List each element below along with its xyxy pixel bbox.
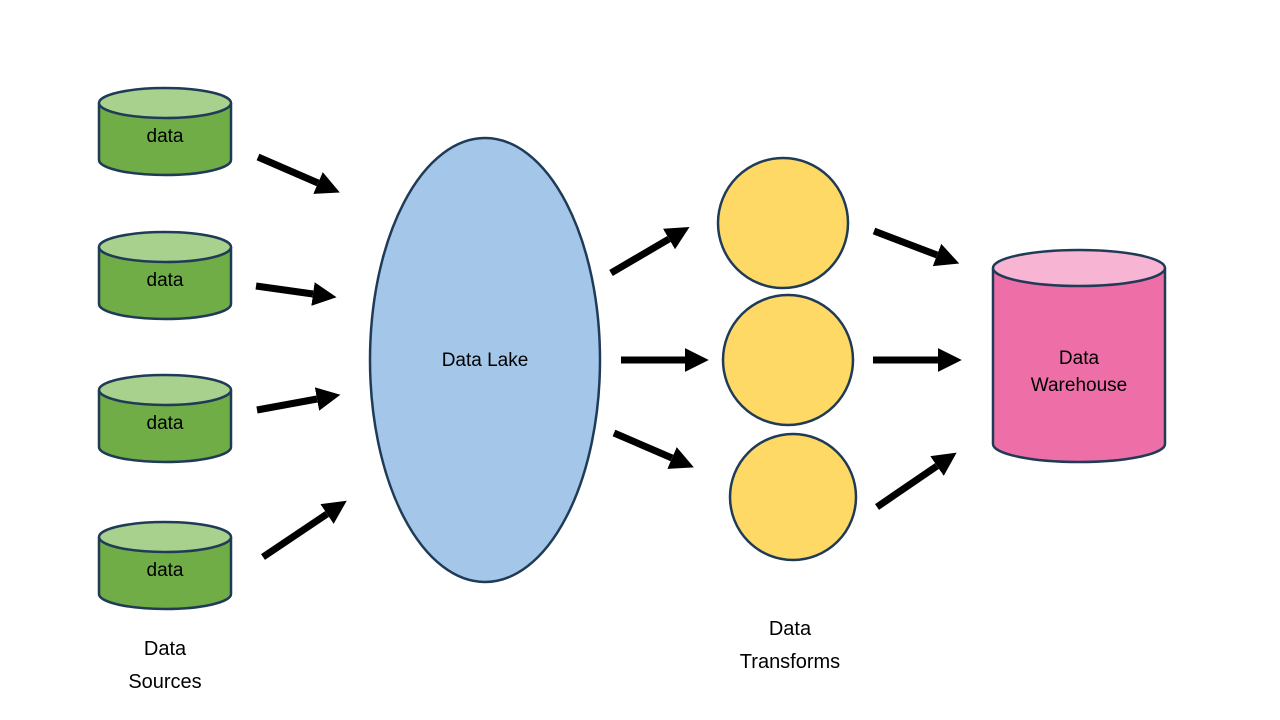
arrow-source-1-to-lake	[256, 153, 340, 194]
data-source-label-2: data	[146, 270, 184, 291]
data-lake-label: Data Lake	[441, 350, 529, 371]
label-line: Transforms	[739, 651, 841, 673]
cylinder-top	[991, 248, 1167, 288]
arrow-transform-3-to-warehouse	[875, 452, 957, 510]
data-source-cylinders	[97, 86, 233, 611]
label-line: Data	[1058, 348, 1100, 369]
label-line: Sources	[128, 671, 202, 693]
arrow-lake-to-transform-3	[612, 429, 694, 469]
cylinder-body	[991, 268, 1167, 464]
data-source-cylinder-2	[97, 230, 233, 321]
data-transforms-group-label: Data Transforms	[740, 613, 840, 679]
data-source-cylinder-1	[97, 86, 233, 177]
cylinder-body	[97, 537, 233, 611]
label-line: Data	[143, 638, 187, 660]
cylinder-body	[97, 247, 233, 321]
data-source-cylinder-3	[97, 373, 233, 464]
arrow-source-4-to-lake	[261, 500, 347, 560]
arrows	[255, 153, 962, 560]
arrow-transform-1-to-warehouse	[872, 227, 960, 267]
cylinder-top	[97, 520, 233, 554]
data-sources-group-label: Data Sources	[128, 633, 201, 699]
data-warehouse-label: Data Warehouse	[1031, 345, 1127, 399]
cylinder-body	[97, 390, 233, 464]
arrow-source-3-to-lake	[256, 387, 341, 414]
data-lake-ellipse	[368, 136, 602, 584]
arrow-lake-to-transform-1	[609, 226, 690, 277]
data-source-label-1: data	[146, 126, 184, 147]
data-lake-group	[368, 136, 602, 584]
transform-circle-2	[721, 293, 855, 427]
transform-circle-1	[716, 156, 850, 290]
data-source-label-4: data	[146, 560, 184, 581]
data-source-cylinder-4	[97, 520, 233, 611]
data-transform-circles	[716, 156, 858, 562]
transform-circle-3	[728, 432, 858, 562]
cylinder-top	[97, 230, 233, 264]
cylinder-top	[97, 373, 233, 407]
data-source-label-3: data	[146, 413, 184, 434]
cylinder-body	[97, 103, 233, 177]
label-line: Warehouse	[1030, 375, 1128, 396]
data-warehouse-cylinder	[991, 248, 1167, 464]
label-line: Data	[768, 618, 812, 640]
arrow-source-2-to-lake	[255, 282, 337, 306]
cylinder-top	[97, 86, 233, 120]
